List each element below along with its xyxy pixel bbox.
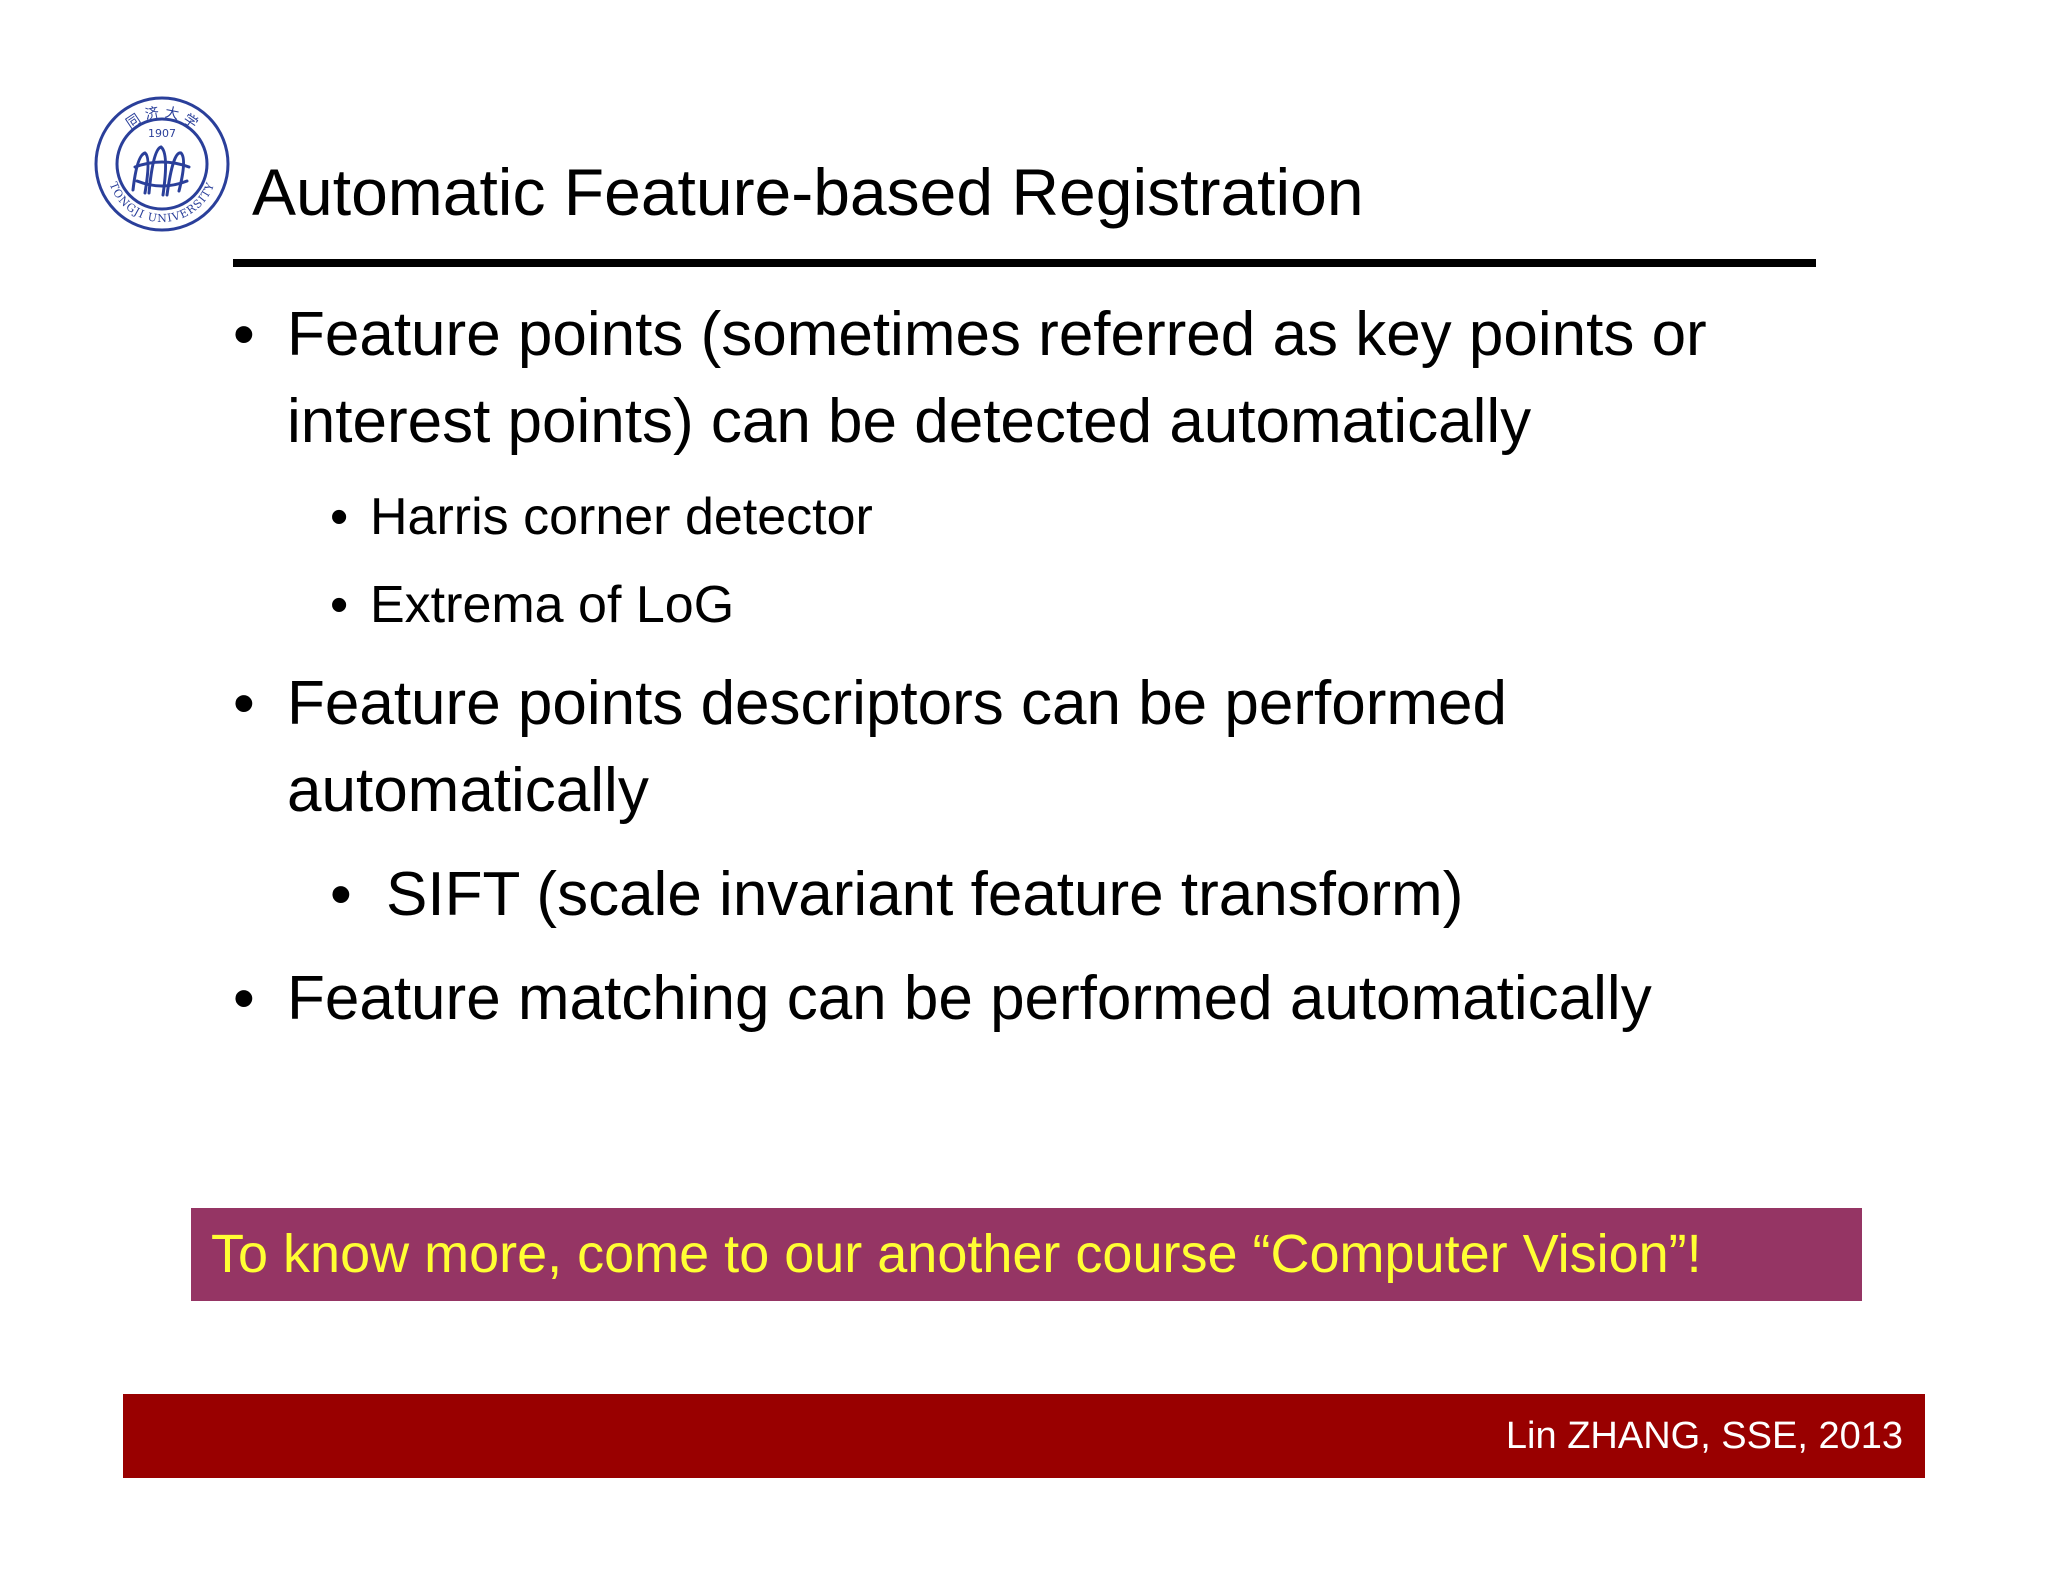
sub-bullet-text: Harris corner detector	[370, 488, 873, 546]
tongji-university-seal-icon: 同 济 大 学 TONGJI UNIVERSITY 1907	[94, 96, 230, 232]
sub-bullet-text: SIFT (scale invariant feature transform)	[386, 860, 1464, 929]
course-callout-box: To know more, come to our another course…	[191, 1208, 1862, 1301]
bullet-marker: •	[330, 860, 352, 929]
slide-title: Automatic Feature-based Registration	[252, 155, 1364, 229]
bullet-marker: •	[233, 964, 255, 1033]
bullet-marker: •	[330, 488, 349, 546]
bullet-text: Feature points (sometimes referred as ke…	[287, 300, 1707, 369]
sub-bullet-text: Extrema of LoG	[370, 576, 735, 634]
bullet-marker: •	[330, 576, 349, 634]
footer-author-credit: Lin ZHANG, SSE, 2013	[1505, 1415, 1903, 1457]
svg-text:1907: 1907	[148, 127, 176, 140]
bullet-text: Feature matching can be performed automa…	[287, 964, 1652, 1033]
bullet-text: Feature points descriptors can be perfor…	[287, 669, 1507, 738]
bullet-text: automatically	[287, 756, 649, 825]
bullet-marker: •	[233, 300, 255, 369]
footer-bar: Lin ZHANG, SSE, 2013	[123, 1394, 1925, 1478]
title-divider	[233, 259, 1816, 267]
callout-text: To know more, come to our another course…	[211, 1224, 1702, 1284]
bullet-marker: •	[233, 669, 255, 738]
bullet-text: interest points) can be detected automat…	[287, 387, 1532, 456]
